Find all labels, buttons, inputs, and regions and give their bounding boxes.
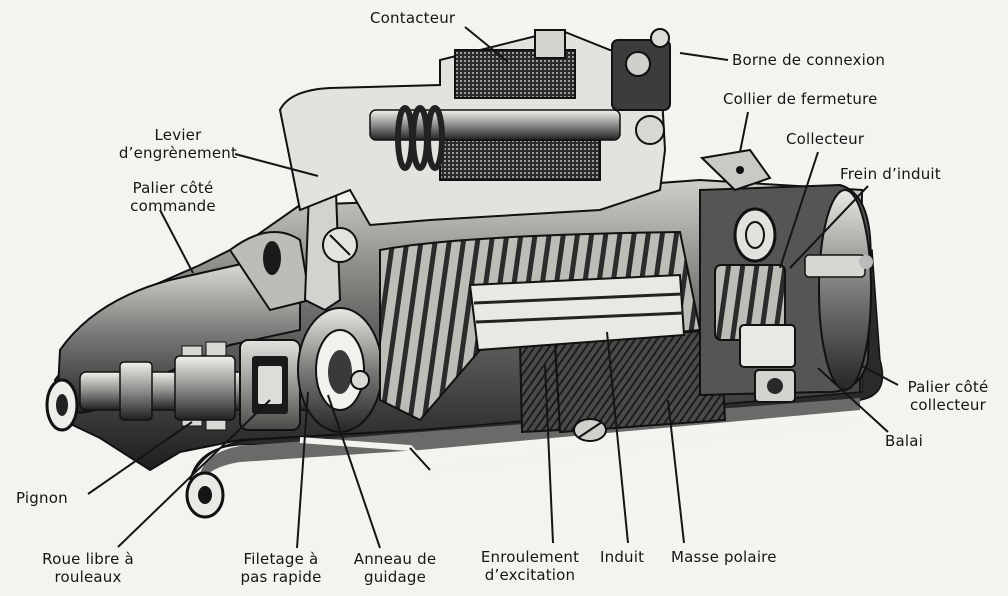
label-palier-cote-commande: Palier côté commande — [130, 179, 216, 215]
brush-holder — [739, 324, 796, 403]
label-frein-d-induit: Frein d’induit — [840, 165, 941, 183]
label-contacteur: Contacteur — [370, 9, 456, 27]
leader-contacteur — [464, 26, 509, 63]
return-spring — [395, 105, 445, 171]
leader-collecteur — [779, 151, 819, 269]
leader-pignon — [87, 421, 193, 495]
leader-induit — [606, 331, 629, 544]
leader-palier-cote-collecteur — [861, 365, 899, 386]
pinion-shaft — [79, 307, 383, 433]
label-collier-de-fermeture: Collier de fermeture — [723, 90, 878, 108]
label-collecteur: Collecteur — [786, 130, 865, 148]
leader-masse-polaire — [667, 399, 685, 544]
label-masse-polaire: Masse polaire — [671, 548, 777, 566]
label-anneau-de-guidage: Anneau de guidage — [353, 550, 437, 586]
leader-borne-de-connexion — [679, 52, 729, 61]
leader-filetage — [296, 391, 309, 549]
leader-roue-libre — [117, 399, 271, 548]
label-induit: Induit — [600, 548, 645, 566]
label-pignon: Pignon — [16, 489, 68, 507]
leader-frein-d-induit — [789, 185, 869, 269]
leader-collier-de-fermeture — [739, 111, 749, 153]
leader-enroulement — [544, 364, 554, 544]
label-palier-cote-collecteur: Palier côté collecteur — [907, 378, 989, 414]
leader-levier-d-engrenement — [234, 153, 319, 177]
label-balai: Balai — [885, 432, 924, 450]
armature — [379, 230, 702, 442]
label-roue-libre-a-rouleaux: Roue libre à rouleaux — [42, 550, 134, 586]
armature-brake — [733, 207, 777, 263]
leader-palier-cote-commande — [159, 209, 194, 274]
label-filetage-a-pas-rapide: Filetage à pas rapide — [240, 550, 322, 586]
connection-terminal — [611, 28, 671, 145]
label-enroulement-d-excitation: Enroulement d’excitation — [480, 548, 580, 584]
leader-anneau — [327, 394, 381, 549]
solenoid-switch — [278, 28, 667, 227]
label-borne-de-connexion: Borne de connexion — [732, 51, 886, 69]
leader-balai — [817, 367, 889, 433]
armature-laminations — [473, 292, 684, 324]
label-levier-d-engrenement: Levier d’engrènement — [118, 126, 238, 162]
leader-lines — [87, 26, 899, 549]
